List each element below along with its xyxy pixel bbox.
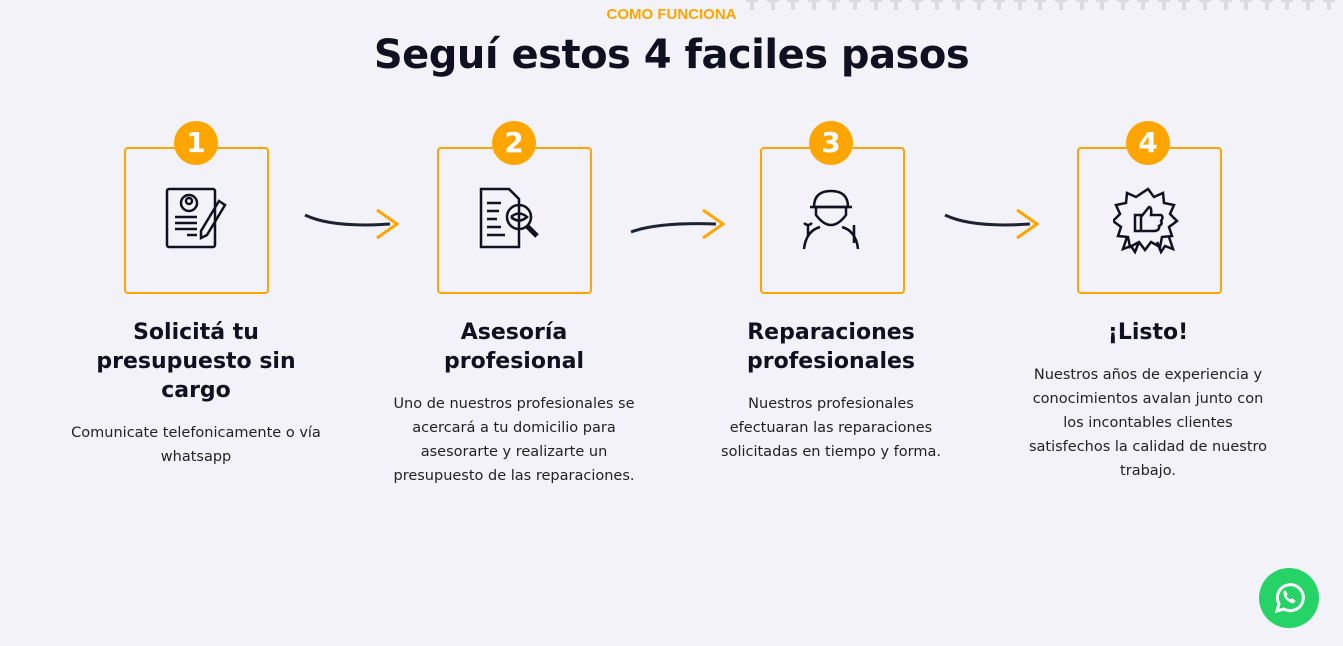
step-3-title: Reparaciones profesionales	[746, 320, 916, 374]
step-4-description: Nuestros años de experiencia y conocimie…	[1028, 367, 1268, 479]
decorative-plus-pattern	[742, 0, 1343, 10]
arrow-icon	[630, 208, 726, 240]
step-4-badge: 4	[1126, 121, 1170, 165]
arrow-icon	[944, 208, 1040, 240]
step-4-title: ¡Listo!	[1107, 320, 1189, 345]
step-2-badge: 2	[492, 121, 536, 165]
section-kicker: COMO FUNCIONA	[606, 6, 737, 23]
step-1-description: Comunicate telefonicamente o vía whatsap…	[71, 425, 321, 465]
section-title: Seguí estos 4 faciles pasos	[373, 32, 970, 78]
thumbs-up-badge-icon	[1113, 187, 1179, 255]
worker-icon	[802, 189, 860, 250]
document-edit-icon	[165, 187, 227, 249]
step-2-title: Asesoría profesional	[443, 320, 584, 374]
step-1-badge: 1	[174, 121, 218, 165]
step-1-title: Solicitá tu presupuesto sin cargo	[96, 320, 296, 403]
step-2-description: Uno de nuestros profesionales se acercar…	[393, 396, 635, 484]
whatsapp-button[interactable]	[1259, 568, 1319, 628]
arrow-icon	[304, 208, 400, 240]
step-3-badge: 3	[809, 121, 853, 165]
document-search-icon	[479, 187, 539, 249]
step-3-description: Nuestros profesionales efectuaran las re…	[721, 396, 941, 460]
whatsapp-icon	[1274, 583, 1305, 614]
